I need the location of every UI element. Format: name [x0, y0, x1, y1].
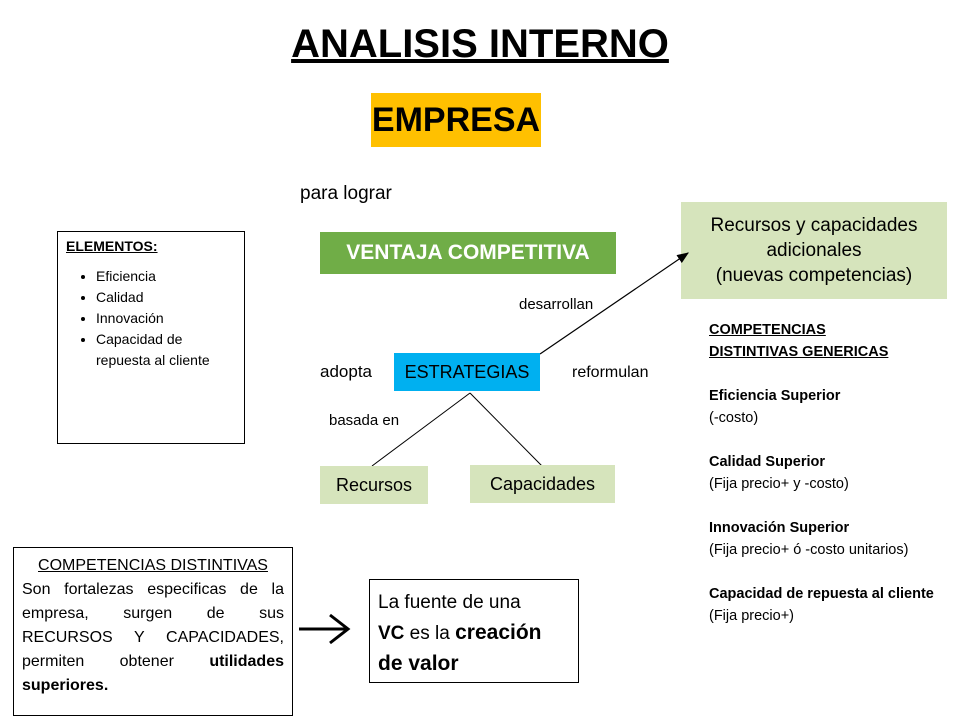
competencias-genericas: COMPETENCIAS DISTINTIVAS GENERICAS Efici… — [709, 319, 944, 627]
recursos-adicionales-line3: (nuevas competencias) — [715, 265, 913, 286]
desarrollan-label: desarrollan — [519, 296, 594, 313]
competencias-distintivas-header: COMPETENCIAS DISTINTIVAS — [38, 557, 268, 574]
elementos-item: Capacidad de repuesta al cliente — [96, 329, 236, 371]
competencias-distintivas-bold: utilidades superiores. — [22, 653, 284, 694]
fuente-box: La fuente de una VC es la creación de va… — [369, 579, 579, 683]
competencia-name: Capacidad de repuesta al cliente — [709, 586, 934, 602]
page-title: ANALISIS INTERNO — [291, 22, 669, 66]
competencia-detail: (Fija precio+ y -costo) — [709, 476, 849, 492]
fuente-line1: La fuente de una — [378, 592, 521, 613]
competencias-genericas-header2: DISTINTIVAS GENERICAS — [709, 344, 889, 360]
para-lograr-label: para lograr — [300, 183, 392, 204]
recursos-adicionales-box: Recursos y capacidades adicionales (nuev… — [681, 202, 947, 299]
line-to-capacidades — [469, 392, 543, 467]
capacidades-box: Capacidades — [470, 465, 615, 503]
elementos-item: Innovación — [96, 308, 236, 329]
fuente-creacion: creación — [455, 621, 542, 644]
recursos-box: Recursos — [320, 466, 428, 504]
line-to-recursos — [371, 392, 471, 467]
reformulan-label: reformulan — [572, 364, 649, 381]
competencia-detail: (Fija precio+) — [709, 608, 795, 624]
elementos-item: Eficiencia — [96, 266, 236, 287]
elementos-header: ELEMENTOS: — [66, 238, 158, 254]
fuente-vc: VC — [378, 623, 405, 644]
arrow-fuente — [299, 613, 351, 645]
ventaja-competitiva-box: VENTAJA COMPETITIVA — [320, 232, 616, 274]
competencia-name: Innovación Superior — [709, 520, 850, 536]
elementos-list: Eficiencia Calidad Innovación Capacidad … — [66, 266, 236, 371]
adopta-label: adopta — [320, 362, 372, 381]
elementos-box: ELEMENTOS: Eficiencia Calidad Innovación… — [57, 231, 245, 444]
fuente-es-la: es la — [404, 623, 456, 644]
fuente-line2: VC es la creación — [378, 618, 570, 649]
competencia-name: Eficiencia Superior — [709, 388, 841, 404]
competencias-genericas-header1: COMPETENCIAS — [709, 322, 826, 338]
fuente-de-valor: de valor — [378, 652, 459, 675]
competencia-detail: (-costo) — [709, 410, 759, 426]
competencias-distintivas-box: COMPETENCIAS DISTINTIVAS Son fortalezas … — [13, 547, 293, 716]
empresa-box: EMPRESA — [371, 93, 541, 147]
arrow-desarrollan — [539, 252, 689, 355]
elementos-item: Calidad — [96, 287, 236, 308]
competencia-name: Calidad Superior — [709, 454, 826, 470]
competencias-distintivas-text: Son fortalezas especificas de la empresa… — [22, 581, 284, 670]
recursos-adicionales-line2: adicionales — [766, 240, 862, 261]
basada-en-label: basada en — [329, 412, 400, 429]
competencia-detail: (Fija precio+ ó -costo unitarios) — [709, 542, 909, 558]
estrategias-box: ESTRATEGIAS — [394, 353, 540, 391]
recursos-adicionales-line1: Recursos y capacidades — [710, 215, 918, 236]
